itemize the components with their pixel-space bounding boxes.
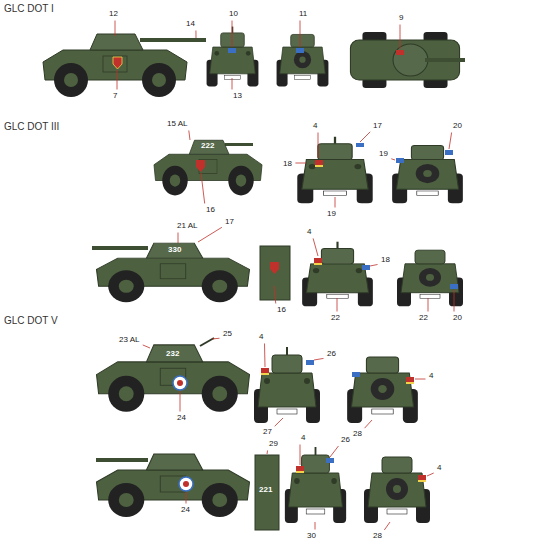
leader-line [201,173,205,204]
callout-number: 30 [306,532,317,540]
leader-line [295,163,306,164]
leader-line [178,233,179,244]
callout-number: 27 [262,428,273,436]
callout-number: 16 [205,206,216,214]
leader-line [232,78,233,90]
callout-number: 26 [340,436,351,444]
callout-number: 13 [232,92,243,100]
callout-number: 28 [352,430,363,438]
callout-number: 25 [222,330,233,338]
callout-number: 19 [326,210,337,218]
callout-number: 4 [306,228,312,236]
leader-line [454,290,455,312]
callout-number: 4 [258,333,264,341]
callout-number: 4 [312,122,318,130]
leader-line [337,298,338,312]
leader-line [428,298,429,312]
leader-line [143,345,150,348]
leader-line [384,522,390,530]
leader-line [330,446,338,457]
leader-line [318,133,319,159]
leader-line [180,391,181,412]
vehicle-number: 222 [201,142,214,150]
leader-line [267,450,269,454]
leader-line [186,492,187,504]
vehicle-number: 232 [166,350,179,358]
vehicle-number: 221 [259,486,272,494]
leader-line [117,70,118,90]
callout-number: 19 [378,150,389,158]
callout-number: 10 [228,10,239,18]
callout-number: 4 [436,464,442,472]
callout-number: 20 [452,314,463,322]
callout-number: 28 [372,532,383,540]
callout-number: 14 [185,20,196,28]
leader-line [212,338,220,340]
leader-line [300,21,301,48]
leader-line [365,420,372,428]
leader-line [391,159,395,160]
leader-line [415,379,426,380]
callout-number: 9 [398,14,404,22]
leader-line [232,21,233,48]
leader-line [275,418,283,426]
callout-number: 4 [428,372,434,380]
leader-line [360,132,370,142]
callout-number: 17 [224,218,235,226]
leader-line [314,358,324,360]
callout-number: 12 [108,10,119,18]
leader-line [400,25,401,50]
callout-number: 22 [330,314,341,322]
leader-line [115,21,116,37]
leader-line [315,522,316,530]
callout-number: 29 [268,440,279,448]
callout-number: 15 AL [166,120,188,128]
leader-line [313,238,318,256]
vehicle-number: 330 [168,246,181,254]
callout-number: 20 [452,122,463,130]
section-heading: GLC DOT I [4,4,54,14]
leader-line [274,286,276,304]
leader-line [335,197,336,208]
callout-number: 26 [326,350,337,358]
callout-number: 18 [380,256,391,264]
callout-number: 23 AL [118,336,140,344]
section-heading: GLC DOT III [4,122,59,132]
callout-number: 22 [418,314,429,322]
leader-line [427,473,434,476]
callout-number: 16 [276,306,287,314]
section-heading: GLC DOT V [4,316,58,326]
callout-number: 21 AL [176,222,198,230]
leader-line [264,343,265,367]
leader-line [198,227,222,242]
leader-line [189,130,190,140]
callout-number: 4 [300,434,306,442]
callout-number: 24 [176,414,187,422]
leader-line [449,132,452,149]
callout-number: 7 [112,92,118,100]
callout-number: 18 [282,160,293,168]
callout-number: 17 [372,122,383,130]
leader-line [300,445,301,466]
callout-number: 11 [298,10,308,18]
callout-number: 24 [180,506,191,514]
leader-line [195,30,196,38]
leader-line [370,264,378,266]
